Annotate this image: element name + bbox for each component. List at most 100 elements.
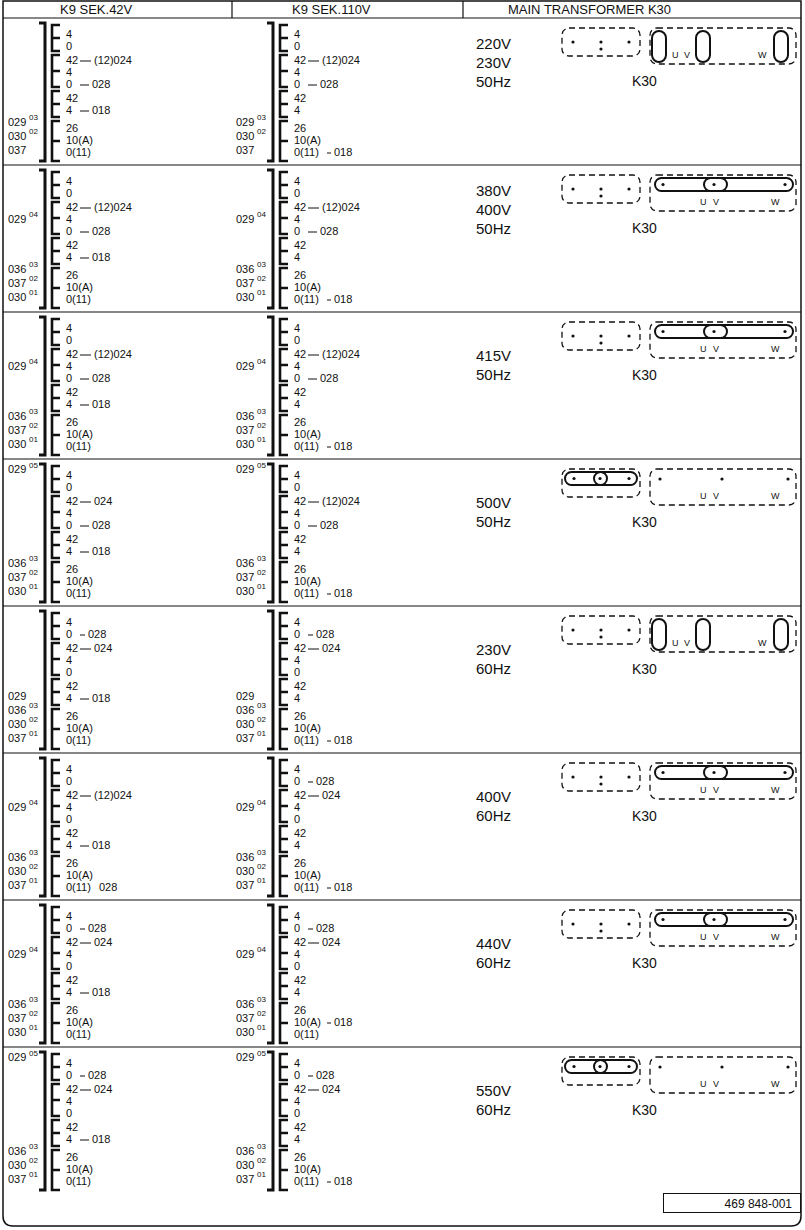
coil-symbol	[52, 496, 60, 528]
tap-number: 42	[66, 387, 78, 398]
coil-symbol	[280, 91, 288, 117]
terminal-number: 028	[320, 226, 338, 237]
tap-wire	[80, 355, 91, 356]
tap-number: 0	[294, 520, 300, 531]
terminal-number: 028	[88, 629, 106, 640]
tap-number: 4	[66, 470, 72, 481]
link-bar	[696, 619, 710, 650]
tap-wire	[80, 232, 89, 233]
wire-number: 030	[8, 131, 26, 142]
coil-symbol	[280, 121, 288, 161]
terminal-number: 024	[322, 937, 340, 948]
terminal-block	[562, 1057, 640, 1085]
pin-number: 02	[257, 569, 266, 577]
wire-number: 029	[8, 464, 26, 475]
tap-wire	[308, 929, 313, 930]
link-bar	[652, 619, 666, 650]
coil-symbol	[280, 172, 288, 198]
pin-number: 01	[29, 436, 38, 444]
coil-symbol	[280, 466, 288, 492]
wire-number: 037	[236, 880, 254, 891]
part-name: K30	[632, 221, 657, 235]
coil-symbol	[52, 760, 60, 786]
tap-number: 0	[66, 629, 72, 640]
tap-number: 0	[294, 335, 300, 346]
tap-number: 0	[294, 79, 300, 90]
terminal-number: 024	[322, 643, 340, 654]
terminal-dot	[712, 330, 715, 333]
coil-symbol	[52, 1054, 60, 1080]
terminal-number: 028	[320, 79, 338, 90]
wire-number: 029	[236, 1052, 254, 1063]
voltage-rating: 220V	[476, 36, 511, 51]
coil-symbol	[52, 172, 60, 198]
wire-number: 036	[8, 1146, 26, 1157]
terminal-dot	[783, 918, 786, 921]
tap-number: 4	[294, 214, 300, 225]
tap-number: 4	[294, 323, 300, 334]
tap-number: 0	[294, 961, 300, 972]
tap-number: 42	[294, 202, 306, 213]
voltage-rating: 500V	[476, 495, 511, 510]
terminal-dot	[571, 922, 574, 925]
terminal-dot	[786, 1065, 789, 1068]
tap-wire	[308, 796, 319, 797]
tap-wire	[308, 61, 319, 62]
row-rule	[3, 311, 801, 312]
voltage-rating: 230V	[476, 55, 511, 70]
terminal-dot	[627, 1065, 630, 1068]
coil-symbol	[52, 1084, 60, 1116]
terminal-dot	[599, 929, 602, 932]
wire-number: 030	[236, 719, 254, 730]
pin-number: 04	[257, 946, 266, 954]
coil-symbol	[280, 202, 288, 234]
terminal-dot	[720, 1065, 723, 1068]
tap-number: 0	[66, 188, 72, 199]
tap-number: 4	[66, 508, 72, 519]
tap-wire	[80, 502, 91, 503]
column-header: K9 SEK.42V	[60, 3, 132, 16]
tap-number: 4	[66, 693, 72, 704]
header-rule	[3, 17, 801, 18]
coil-symbol	[52, 415, 60, 455]
coil-symbol	[52, 613, 60, 639]
terminal-dot	[599, 194, 602, 197]
tap-number: 42	[294, 681, 306, 692]
tap-number: 4	[66, 105, 72, 116]
terminal-block	[650, 763, 796, 799]
wire-number: 036	[236, 264, 254, 275]
tap-number: 42	[294, 93, 306, 104]
pin-number: 01	[257, 289, 266, 297]
tap-number: 0	[294, 776, 300, 787]
wire-number: 036	[8, 705, 26, 716]
tap-number: 0(11)	[66, 1029, 91, 1040]
terminal-block	[562, 616, 640, 644]
tap-number: 42	[294, 643, 306, 654]
tap-number: 4	[294, 470, 300, 481]
wire-number: 037	[8, 1174, 26, 1185]
pin-number: 01	[29, 1024, 38, 1032]
terminal-letter: U	[700, 1080, 707, 1089]
coil-symbol	[280, 1150, 288, 1190]
tap-number: 0	[294, 923, 300, 934]
coil-symbol	[280, 709, 288, 749]
tap-number: 10(A)	[294, 1017, 321, 1028]
terminal-letter: U	[700, 345, 707, 354]
tap-number: 4	[294, 949, 300, 960]
terminal-dot	[599, 782, 602, 785]
terminal-block	[562, 28, 640, 56]
tap-wire	[80, 796, 91, 797]
coil-symbol	[52, 907, 60, 933]
tap-number: 42	[66, 496, 78, 507]
pin-number: 05	[257, 462, 266, 470]
tap-number: 26	[66, 417, 78, 428]
tap-number: 10(A)	[66, 429, 93, 440]
terminal-dot	[627, 40, 630, 43]
voltage-rating: 50Hz	[476, 367, 511, 382]
terminal-dot	[661, 918, 664, 921]
tap-number: 0(11)	[66, 735, 91, 746]
tap-wire	[80, 635, 85, 636]
terminal-number: 028	[92, 79, 110, 90]
tap-number: 0	[294, 226, 300, 237]
